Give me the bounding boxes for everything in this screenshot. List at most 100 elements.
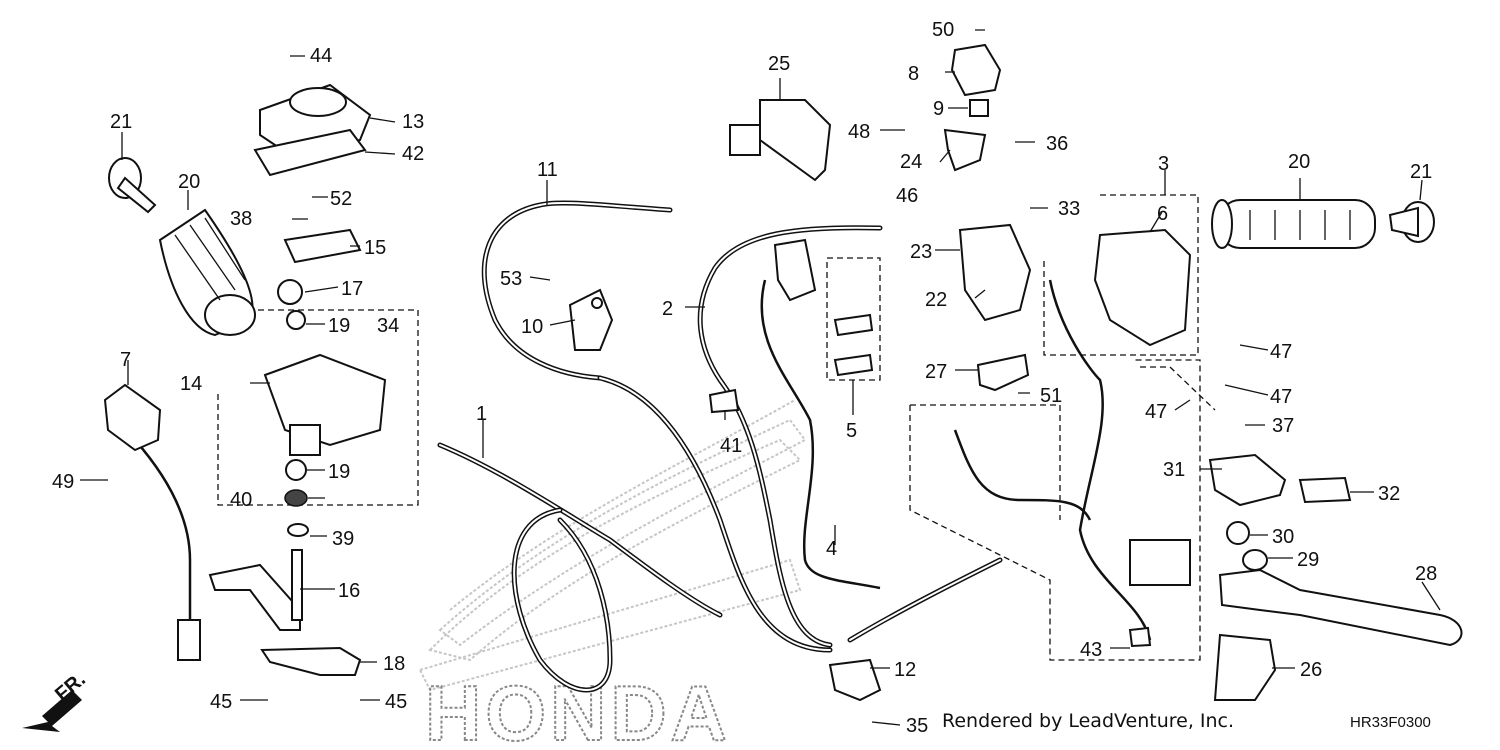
part-throttle-arm-16 [208, 549, 303, 631]
callout-20: 20 [1288, 151, 1310, 173]
callout-15: 15 [364, 237, 386, 259]
callout-21: 21 [110, 111, 132, 133]
part-holder-upper [773, 238, 817, 302]
callout-37: 37 [1272, 415, 1294, 437]
diagram-code: HR33F0300 [1350, 714, 1431, 731]
part-spring-17 [277, 279, 303, 305]
callout-8: 8 [908, 63, 919, 85]
group-box-5 [826, 257, 881, 381]
callout-38: 38 [230, 208, 252, 230]
callout-23: 23 [910, 241, 932, 263]
part-gasket-42 [253, 128, 367, 177]
callout-2: 2 [662, 298, 673, 320]
callout-45: 45 [385, 691, 407, 713]
callout-25: 25 [768, 53, 790, 75]
part-pad-32 [1298, 476, 1352, 504]
part-washer-19-bottom [285, 459, 307, 481]
callout-12: 12 [894, 659, 916, 681]
front-direction-arrow-icon [22, 690, 82, 732]
callout-22: 22 [925, 289, 947, 311]
part-throttle-housing-14 [263, 353, 387, 456]
part-bracket-26 [1213, 633, 1277, 701]
callout-43: 43 [1080, 639, 1102, 661]
harness-7 [134, 439, 192, 630]
part-connector [1129, 539, 1191, 586]
callout-1: 1 [476, 403, 487, 425]
callout-41: 41 [720, 435, 742, 457]
part-plate-27 [976, 353, 1030, 392]
callout-47: 47 [1145, 401, 1167, 423]
callout-4: 4 [826, 538, 837, 560]
callout-21: 21 [1410, 161, 1432, 183]
honda-logo-text: HONDA [425, 669, 731, 750]
callout-6: 6 [1157, 203, 1168, 225]
callout-16: 16 [338, 580, 360, 602]
callout-26: 26 [1300, 659, 1322, 681]
part-plate-18 [260, 646, 362, 676]
part-grip-left-20 [158, 208, 256, 337]
footer-credit: Rendered by LeadVenture, Inc. [942, 710, 1234, 732]
callout-52: 52 [330, 188, 352, 210]
callout-17: 17 [341, 278, 363, 300]
honda-wing-logo [418, 399, 807, 692]
part-washer-39 [287, 523, 309, 537]
part-brake-lever-28 [1218, 568, 1463, 647]
callout-31: 31 [1163, 459, 1185, 481]
callout-7: 7 [120, 349, 131, 371]
callout-33: 33 [1058, 198, 1080, 220]
callout-11: 11 [537, 159, 558, 181]
cable-2 [597, 225, 883, 653]
callout-44: 44 [310, 45, 332, 67]
group-box-47 [1140, 366, 1216, 411]
group-box-harness-b [909, 359, 1201, 661]
part-relay-8 [950, 43, 1002, 97]
callout-50: 50 [932, 19, 954, 41]
callout-29: 29 [1297, 549, 1319, 571]
callout-47: 47 [1270, 341, 1292, 363]
part-lever-bracket-31 [1208, 453, 1287, 507]
part-bar-end-21-left [108, 157, 157, 214]
callout-47: 47 [1270, 386, 1292, 408]
callout-30: 30 [1272, 526, 1294, 548]
part-switch-housing-23 [958, 223, 1032, 322]
callout-46: 46 [896, 185, 918, 207]
part-lever-15 [283, 228, 362, 264]
group-box-14 [217, 309, 419, 506]
part-switch-6 [1093, 228, 1192, 347]
callout-27: 27 [925, 361, 947, 383]
part-nut-40 [284, 489, 308, 507]
part-spring-30 [1226, 521, 1250, 545]
callout-36: 36 [1046, 133, 1068, 155]
callout-35: 35 [906, 715, 928, 737]
leader-lines [80, 29, 1441, 726]
part-clamp-12 [828, 658, 882, 702]
callout-42: 42 [402, 143, 424, 165]
part-nut-9 [969, 99, 989, 117]
callout-10: 10 [521, 316, 543, 338]
callout-9: 9 [933, 98, 944, 120]
group-box-harness-a [910, 404, 1061, 520]
callout-24: 24 [900, 151, 922, 173]
part-bracket-10 [568, 288, 614, 351]
callout-13: 13 [402, 111, 424, 133]
part-grip-right-20 [1211, 199, 1376, 249]
part-bar-end-21-right [1388, 201, 1435, 243]
part-collar-29 [1242, 549, 1268, 571]
callout-49: 49 [52, 471, 74, 493]
callout-48: 48 [848, 121, 870, 143]
callout-39: 39 [332, 528, 354, 550]
callout-45: 45 [210, 691, 232, 713]
part-switch-7 [103, 383, 201, 661]
callout-28: 28 [1415, 563, 1437, 585]
part-clamps-5 [833, 313, 874, 377]
callout-19: 19 [328, 461, 350, 483]
harness-left [953, 429, 1092, 521]
callout-51: 51 [1040, 385, 1062, 407]
part-clamp-41 [708, 388, 740, 414]
cable-4 [760, 279, 881, 590]
part-bracket-24 [943, 128, 987, 172]
cable-1 [437, 442, 723, 693]
callout-40: 40 [230, 489, 252, 511]
callout-20: 20 [178, 171, 200, 193]
